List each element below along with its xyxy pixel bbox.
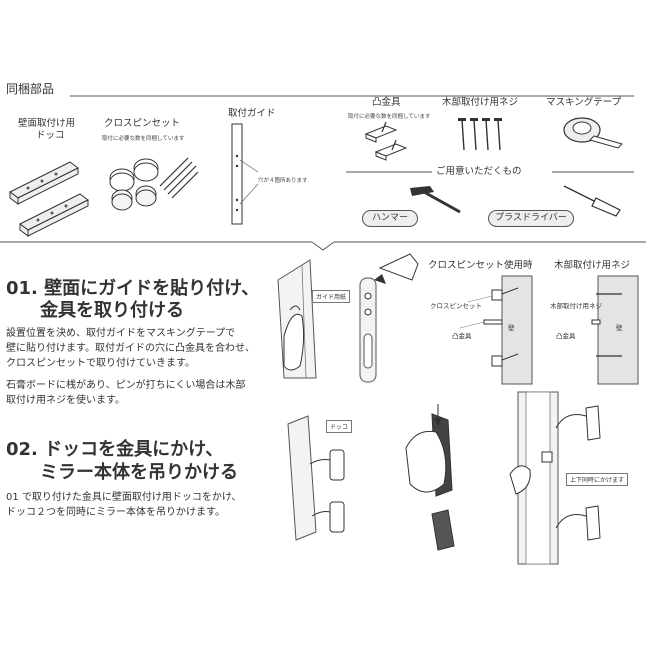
step2-body-line1: 01 で取り付けた金具に壁面取付け用ドッコをかけ、 xyxy=(6,492,242,503)
step1-heading-line1: 01. 壁面にガイドを貼り付け、 xyxy=(6,278,260,299)
step1-hammer-guide-illustration xyxy=(359,253,419,383)
hammer-icon xyxy=(410,186,461,214)
guide-wall-callout: ガイド用紙 xyxy=(312,290,351,303)
bracket-callout-2: 凸金具 xyxy=(556,332,576,340)
crosspin-callout: クロスピンセット xyxy=(430,302,482,310)
step1-body-line2: 壁に貼り付けます。取付ガイドの穴に凸金具を合わせ、 xyxy=(6,343,255,354)
wall-callout-2: 壁 xyxy=(616,324,623,332)
crosspin-illustration xyxy=(109,157,199,211)
bracket-label: 凸金具 xyxy=(372,97,401,108)
step1-body-line4: 石膏ボードに桟があり、ピンが打ちにくい場合は木部 xyxy=(6,380,246,391)
crosspin-use-diagram xyxy=(459,275,533,385)
wood-use-title: 木部取付け用ネジ xyxy=(554,260,631,271)
section-divider xyxy=(0,241,646,251)
hammer-label: ハンマー xyxy=(362,210,418,227)
step1-body-line3: クロスピンセットで取り付けていきます。 xyxy=(6,358,195,369)
driver-label: プラスドライバー xyxy=(488,210,574,227)
step2-heading-line1: 02. ドッコを金具にかけ、 xyxy=(6,439,224,460)
step2-body-line2: ドッコ２つを同時にミラー本体を吊りかけます。 xyxy=(6,507,225,518)
guide-label: 取付ガイド xyxy=(228,108,276,119)
step1-heading-line2: 金具を取り付ける xyxy=(40,300,184,321)
wood-use-diagram xyxy=(591,275,639,385)
parts-section-title: 同梱部品 xyxy=(6,82,55,96)
screw-label: 木部取付け用ネジ xyxy=(442,97,519,108)
bracket-note: 取付に必要な数を同梱しています xyxy=(348,114,431,120)
screwdriver-icon xyxy=(563,185,621,217)
step2-hand-illustration xyxy=(405,404,455,551)
step2-heading-line2: ミラー本体を吊りかける xyxy=(40,462,238,483)
screw-illustration xyxy=(458,118,502,151)
step1-hand-guide-illustration xyxy=(277,259,317,379)
parts-title-rule xyxy=(70,95,634,97)
tape-illustration xyxy=(563,117,623,149)
wall-callout-1: 壁 xyxy=(508,324,515,332)
bracket-illustration xyxy=(364,121,408,161)
guide-note: 穴が４箇所あります xyxy=(258,178,308,184)
step1-body-line1: 設置位置を決め、取付ガイドをマスキングテープで xyxy=(6,328,236,339)
simultaneous-callout: 上下同時にかけます xyxy=(566,473,629,486)
woodscrew-callout: 木部取付け用ネジ xyxy=(550,302,602,310)
dokko-callout: ドッコ xyxy=(326,420,353,433)
guide-illustration xyxy=(231,123,259,225)
step2-dokko-mirror-illustration xyxy=(287,415,345,541)
step2-mirror-hanging-illustration xyxy=(509,391,601,565)
crosspin-label: クロスピンセット xyxy=(104,118,181,129)
crosspin-note: 取付に必要な数を同梱しています xyxy=(102,136,185,142)
prep-rule xyxy=(346,171,634,173)
dokko-label-line2: ドッコ xyxy=(36,130,65,141)
crosspin-use-title: クロスピンセット使用時 xyxy=(428,260,533,271)
bracket-callout-1: 凸金具 xyxy=(452,332,472,340)
dokko-label-line1: 壁面取付け用 xyxy=(18,118,76,129)
step1-body-line5: 取付け用ネジを使います。 xyxy=(6,395,125,406)
prep-title: ご用意いただくもの xyxy=(436,166,522,177)
tape-label: マスキングテープ xyxy=(546,97,622,108)
dokko-illustration xyxy=(9,161,89,237)
